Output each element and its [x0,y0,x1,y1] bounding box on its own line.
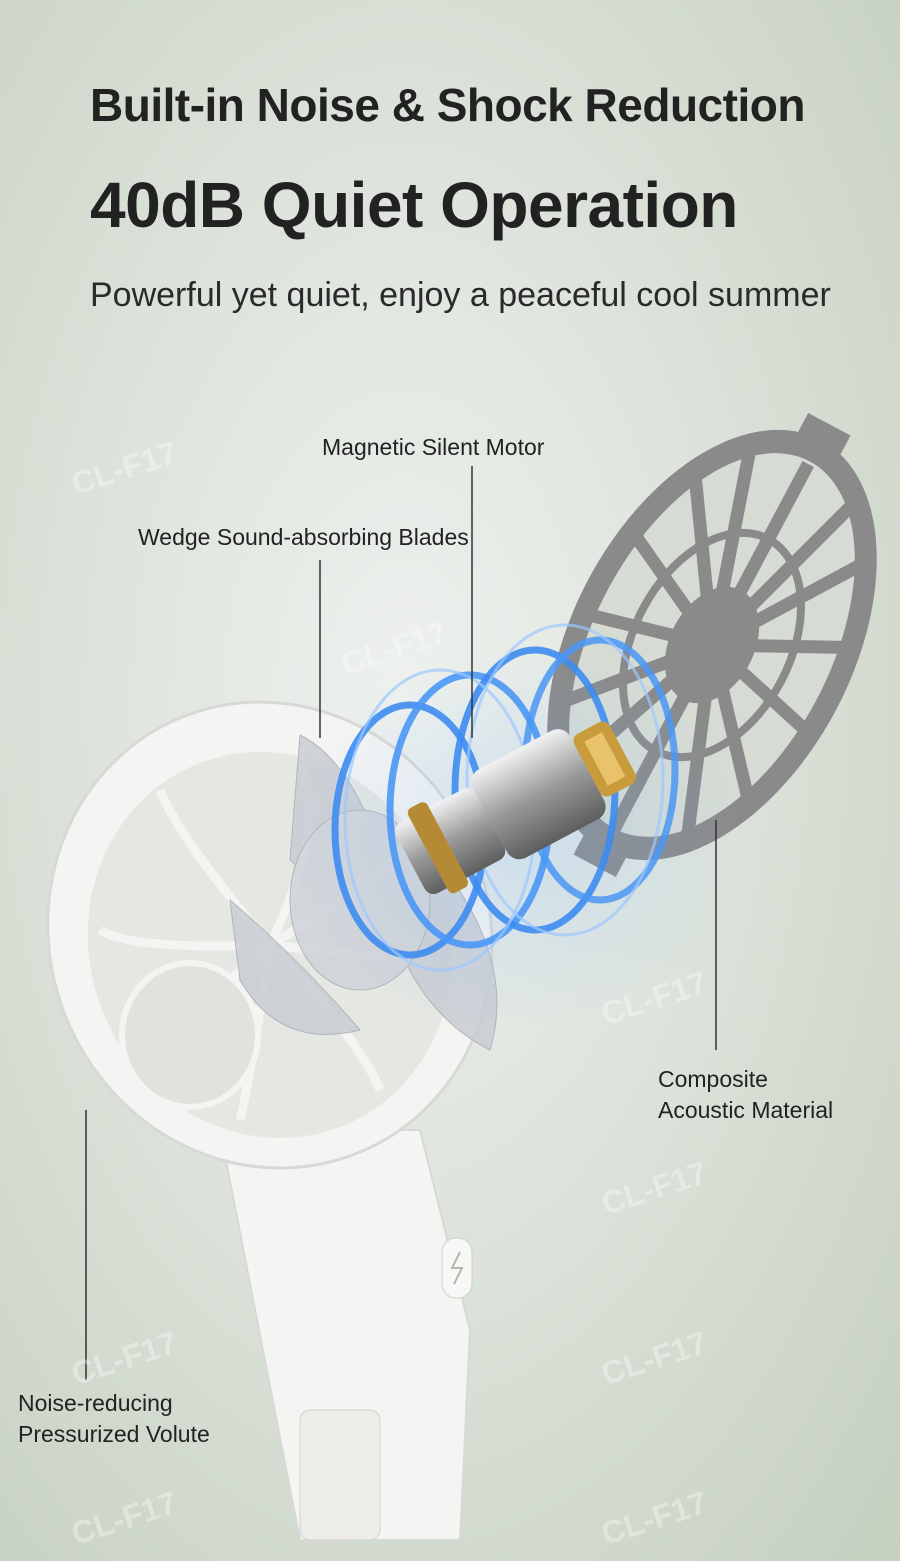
silent-motor [395,721,637,895]
subhead: 40dB Quiet Operation [90,169,738,241]
callout-composite-line1: Composite [658,1066,768,1092]
callout-volute: Noise-reducing Pressurized Volute [18,1388,210,1450]
callout-volute-line2: Pressurized Volute [18,1421,210,1447]
callout-composite: Composite Acoustic Material [658,1064,833,1126]
callout-composite-line2: Acoustic Material [658,1097,834,1123]
callout-volute-line1: Noise-reducing [18,1390,173,1416]
callout-blades: Wedge Sound-absorbing Blades [138,524,469,550]
headline: Built-in Noise & Shock Reduction [90,79,805,131]
callout-motor: Magnetic Silent Motor [322,434,545,460]
tagline: Powerful yet quiet, enjoy a peaceful coo… [90,276,831,314]
